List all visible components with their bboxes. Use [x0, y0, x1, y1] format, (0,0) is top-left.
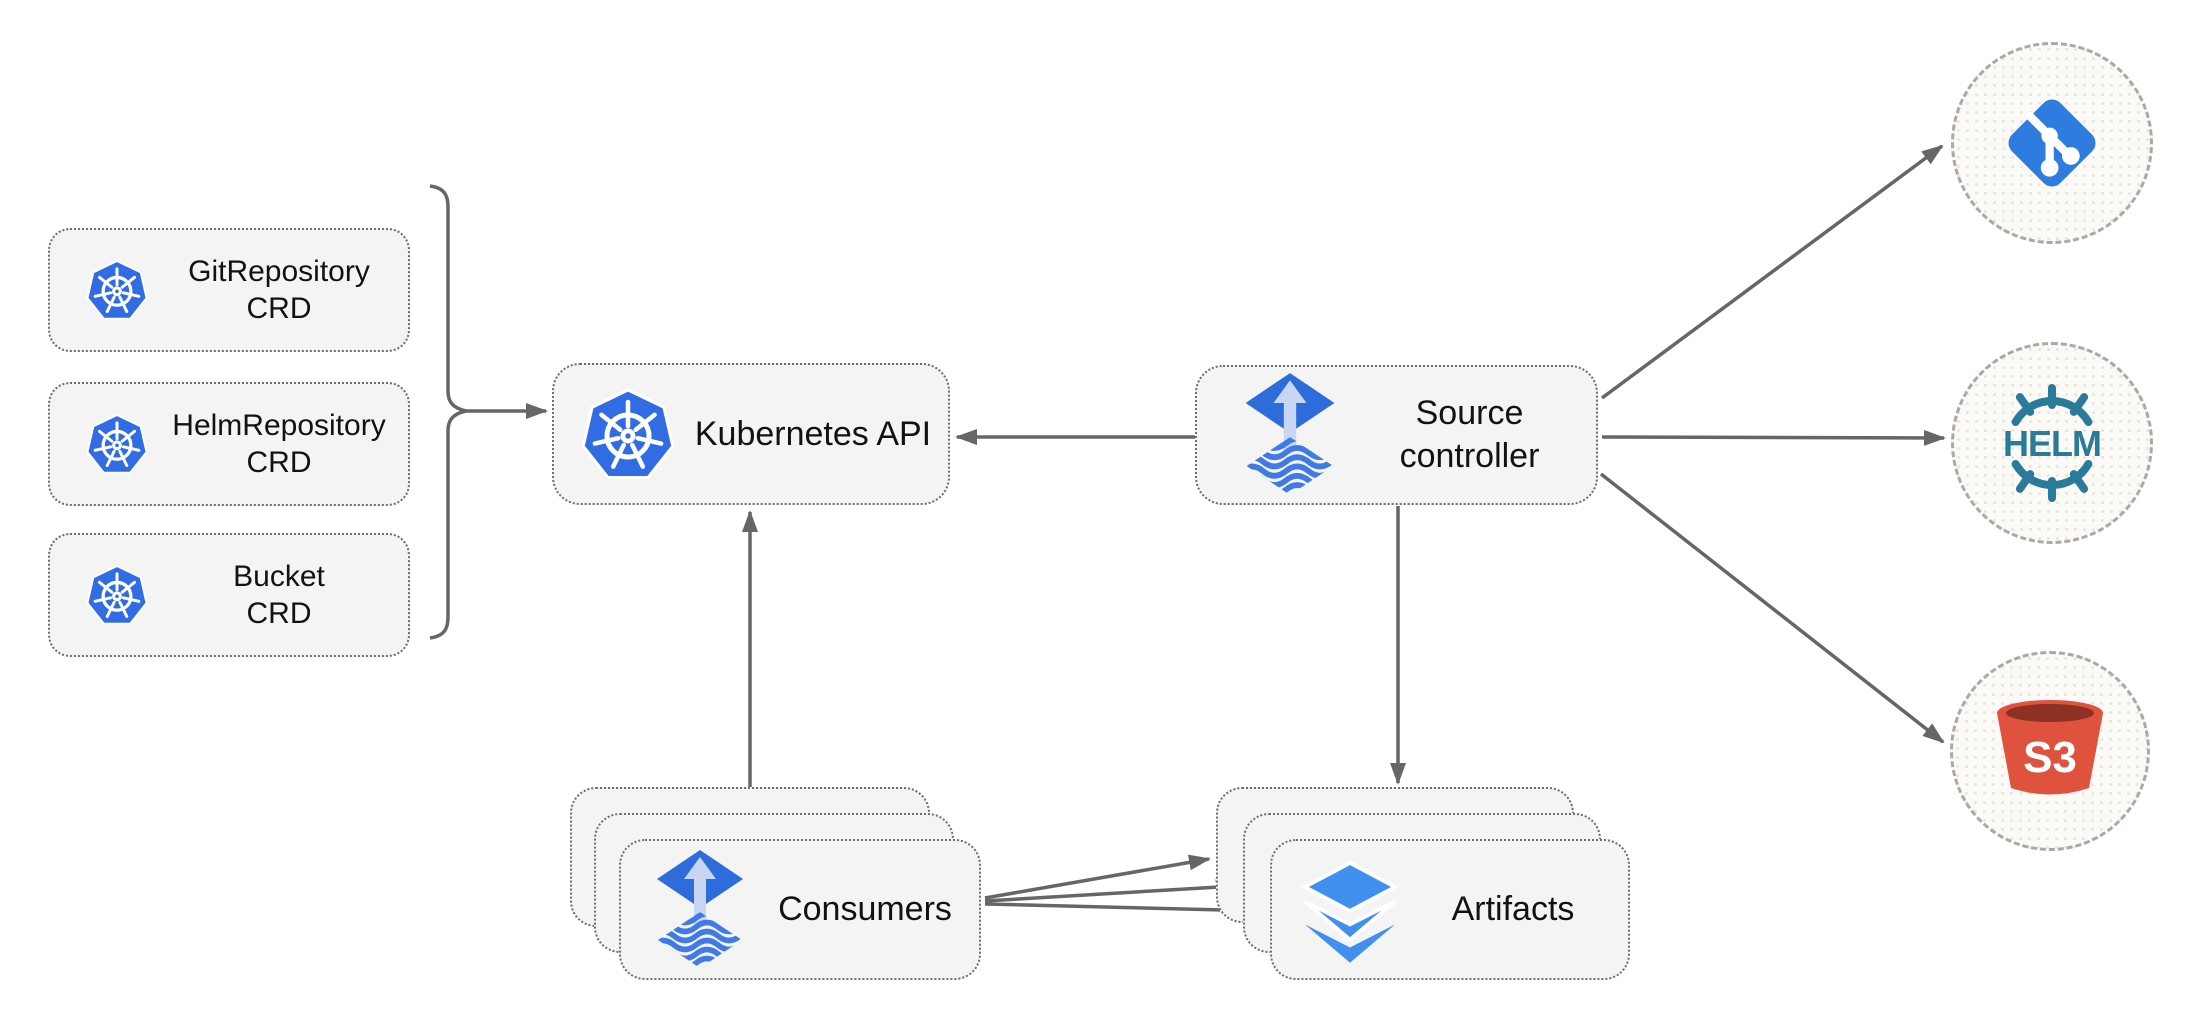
consumers-box: Consumers [619, 839, 981, 980]
edge-sc-to-git [1600, 144, 1944, 400]
git-icon [2008, 99, 2096, 187]
kubernetes-icon [84, 257, 150, 323]
helm-icon: HELM [2003, 384, 2102, 502]
kubernetes-api-box: Kubernetes API [552, 363, 950, 505]
edge-sc-to-helm [1601, 429, 1946, 446]
s3-bucket-icon: S3 [1997, 700, 2103, 795]
kubernetes-icon [578, 384, 678, 484]
flux-icon [649, 848, 751, 972]
artifacts-label: Artifacts [1451, 890, 1575, 928]
artifacts-box: Artifacts [1270, 839, 1630, 980]
s3-logo-text: S3 [2023, 733, 2077, 782]
flux-icon [1237, 371, 1343, 499]
git-source-circle [1951, 42, 2153, 244]
edge-consumers-to-artifacts-1 [984, 854, 1211, 900]
s3-source-circle: S3 [1950, 651, 2150, 851]
layers-icon [1302, 860, 1398, 963]
kubernetes-icon [84, 562, 150, 628]
helm-logo-text: HELM [2003, 423, 2101, 464]
kubernetes-icon [84, 411, 150, 477]
crd-bracket [429, 184, 467, 640]
consumers-label: Consumers [778, 890, 952, 928]
kubernetes-api-label: Kubernetes API [694, 414, 932, 453]
edge-sc-to-s3 [1599, 472, 1945, 744]
edge-consumers-to-artifacts-2 [984, 879, 1238, 903]
helm-source-circle: HELM [1951, 342, 2153, 544]
